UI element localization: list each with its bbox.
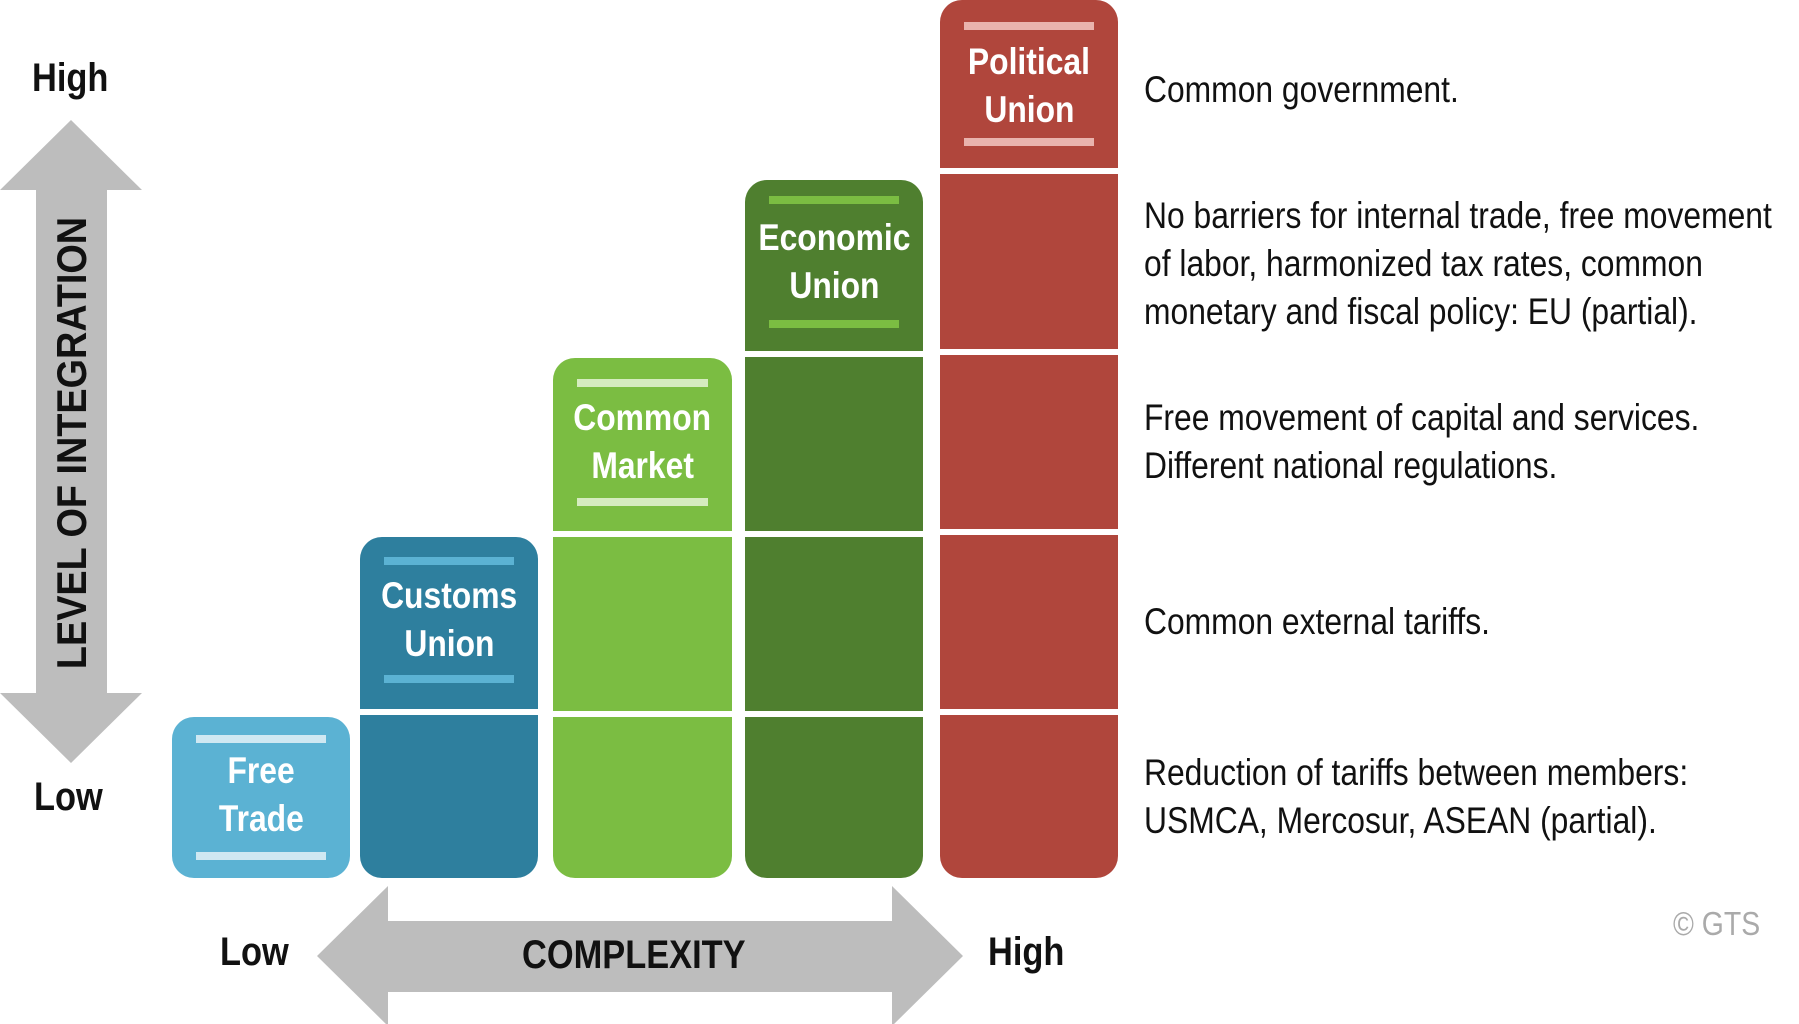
stage-label: Union: [788, 265, 880, 306]
stage-label: Union: [403, 623, 495, 664]
vertical-double-arrow: [0, 120, 142, 763]
description-line: No barriers for internal trade, free mov…: [1144, 195, 1772, 236]
y-axis-low-label: Low: [34, 775, 103, 819]
decor-bar: [577, 379, 708, 387]
decor-bar: [769, 320, 899, 328]
decor-bar: [196, 735, 326, 743]
description-line: Common government.: [1144, 69, 1459, 110]
description-economic-union: No barriers for internal trade, free mov…: [1144, 192, 1772, 336]
stage-label: Political: [967, 41, 1091, 82]
y-axis-title: LEVEL OF INTEGRATION: [48, 216, 95, 670]
stage-label: Economic: [757, 217, 911, 258]
row-divider: [553, 531, 732, 537]
stage-label: Common: [573, 397, 712, 438]
description-line: Reduction of tariffs between members:: [1144, 752, 1689, 793]
description-line: USMCA, Mercosur, ASEAN (partial).: [1144, 800, 1657, 841]
row-divider: [553, 711, 732, 717]
row-divider: [940, 709, 1118, 715]
stage-label: Customs: [380, 575, 518, 616]
row-divider: [940, 168, 1118, 174]
description-line: Different national regulations.: [1144, 445, 1558, 486]
decor-bar: [964, 22, 1094, 30]
description-line: monetary and fiscal policy: EU (partial)…: [1144, 291, 1698, 332]
row-divider: [745, 351, 923, 357]
copyright-label: © GTS: [1673, 905, 1761, 942]
decor-bar: [384, 557, 514, 565]
description-line: Common external tariffs.: [1144, 601, 1491, 642]
row-divider: [745, 531, 923, 537]
row-divider: [940, 529, 1118, 535]
description-political-union: Common government.: [1144, 66, 1459, 114]
decor-bar: [964, 138, 1094, 146]
stage-label: Trade: [218, 798, 304, 839]
row-divider: [940, 349, 1118, 355]
x-axis-low-label: Low: [220, 930, 289, 974]
stage-label: Free: [227, 750, 295, 791]
decor-bar: [384, 675, 514, 683]
decor-bar: [196, 852, 326, 860]
description-common-market: Free movement of capital and services. D…: [1144, 394, 1699, 490]
description-free-trade: Reduction of tariffs between members: US…: [1144, 749, 1688, 845]
x-axis-high-label: High: [988, 930, 1065, 974]
decor-bar: [577, 498, 708, 506]
description-line: of labor, harmonized tax rates, common: [1144, 243, 1703, 284]
stage-label: Market: [591, 445, 694, 486]
horizontal-double-arrow: [317, 886, 963, 1024]
decor-bar: [769, 196, 899, 204]
description-line: Free movement of capital and services.: [1144, 397, 1700, 438]
x-axis-title: COMPLEXITY: [522, 933, 746, 977]
description-customs-union: Common external tariffs.: [1144, 598, 1490, 646]
y-axis-high-label: High: [32, 56, 109, 100]
row-divider: [745, 711, 923, 717]
row-divider: [360, 709, 538, 715]
stage-label: Union: [983, 89, 1075, 130]
